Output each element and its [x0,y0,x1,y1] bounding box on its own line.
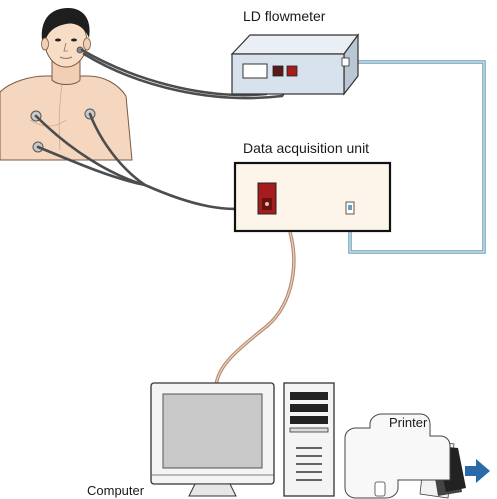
flowmeter-device [230,33,360,96]
computer-label: Computer [87,483,145,498]
probe-cables [34,48,294,211]
computer-tower [283,382,335,497]
patient-figure [0,8,133,161]
printer-label: Printer [389,415,428,430]
daq-box [233,161,392,233]
data-acquisition-unit-label: Data acquisition unit [243,140,370,156]
computer-monitor [150,382,275,497]
printer [344,413,466,499]
output-arrow-icon [465,459,490,483]
ld-flowmeter-label: LD flowmeter [243,8,326,24]
usb-cable [214,231,296,389]
